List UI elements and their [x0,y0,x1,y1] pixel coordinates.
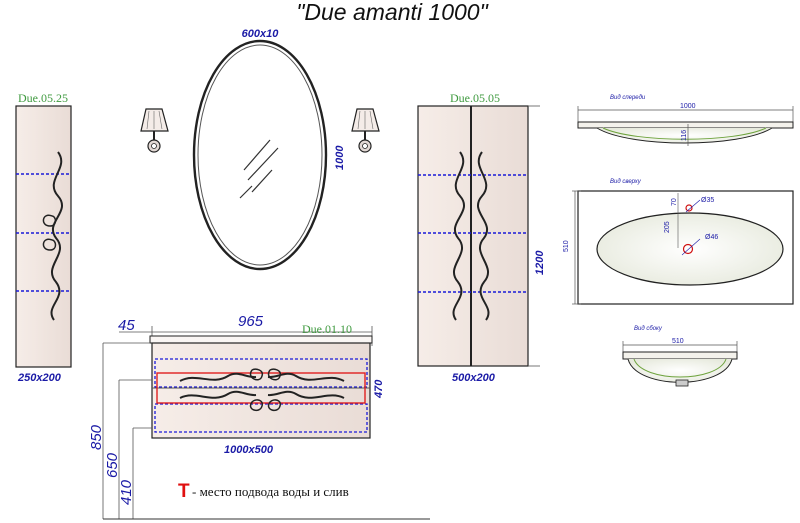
sconce-right [351,108,380,153]
tall-cabinet-right-height: 1200 [534,250,546,275]
tall-cabinet-right-code: Due.05.05 [450,91,500,105]
sink-top-diameter-1: Ø35 [701,197,714,204]
ornament-handle [179,372,345,382]
tall-cabinet-right-body [417,105,529,367]
sink-front-width: 1000 [680,103,696,110]
tall-cabinet-left-code: Due.05.25 [18,91,68,105]
sink-top-diameter-2: Ø46 [705,234,718,241]
drawing-title: "Due amanti 1000" [296,0,489,25]
legend-symbol: T [178,481,190,502]
tall-cabinet-left: Due.05.25 250x200 [15,91,72,384]
height-650: 650 [104,452,121,478]
ornament-curl [42,214,57,251]
ornament-curl [249,399,282,412]
sink-side-view: Вид сбоку 510 [622,326,738,387]
ornament-curl [249,368,282,381]
sink-front-view: Вид спереди 1000 116 [577,95,794,146]
mirror-size: 600x10 [242,28,280,40]
sink-side-width: 510 [672,338,684,345]
ornament-handle [477,151,490,321]
sink-top-offset-1: 70 [671,198,678,206]
tall-cabinet-right-size: 500x200 [452,372,496,384]
ornament-handle [50,151,63,321]
base-cabinet-height: 470 [373,379,385,399]
height-850: 850 [88,424,105,450]
sink-top-width: 510 [563,240,570,252]
sink-front-label: Вид спереди [610,95,646,101]
ornament-handle [452,151,465,321]
mirror-height: 1000 [334,145,346,170]
tall-cabinet-left-body [15,105,72,368]
base-cabinet-width: 965 [238,313,264,330]
base-cabinet-code: Due.01.10 [302,322,352,336]
base-cabinet-offset: 45 [118,317,135,334]
mirror-reflection [239,139,279,199]
sink-top-label: Вид сверху [610,179,642,185]
legend-text: - место подвода воды и слив [192,484,349,499]
oval-mirror: 600x10 1000 [192,28,346,271]
height-410: 410 [118,479,135,505]
tall-cabinet-right: Due.05.05 1200 500x200 [417,91,546,384]
tall-cabinet-left-size: 250x200 [17,372,62,384]
legend: T - место подвода воды и слив [178,481,349,502]
sink-top-offset-2: 205 [664,221,671,233]
sconce-left [140,108,169,153]
sink-front-depth: 116 [681,130,688,141]
sink-side-label: Вид сбоку [634,326,663,332]
base-cabinet: 45 965 Due.01.10 470 1000x500 850 650 41… [88,313,430,520]
ornament-handle [179,390,345,399]
sink-top-view: Вид сверху 510 70 205 Ø35 Ø46 [563,179,794,305]
base-cabinet-size: 1000x500 [224,444,274,456]
